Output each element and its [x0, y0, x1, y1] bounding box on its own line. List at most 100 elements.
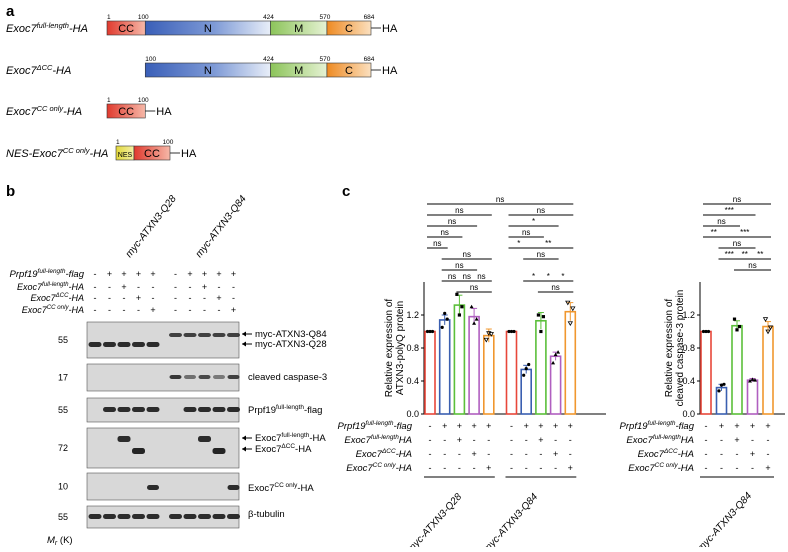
panel-b-label: b [6, 183, 15, 200]
data-point-0-3-1 [472, 321, 477, 325]
sig-label-1-3: ** [711, 228, 717, 237]
blot-label-3-0-sup: full-length [281, 432, 309, 439]
band-tubulin-5 [169, 514, 182, 519]
band-tubulin-4 [146, 514, 160, 519]
blot-sign-1-9: - [232, 282, 235, 292]
blot-sign-2-8: + [216, 293, 221, 303]
data-point-0-2-2 [460, 305, 464, 309]
band-q28-1 [103, 342, 116, 347]
sig-label-0-14: * [517, 239, 520, 248]
data-point-0-6-0 [522, 373, 526, 377]
bar-0-3 [468, 315, 480, 415]
band-q84-6 [183, 333, 197, 337]
blot-sign-0-0: - [94, 269, 97, 279]
blot-label-3-1-base: Exoc7 [255, 444, 281, 455]
construct-label-1: Exoc7ΔCC-HA [6, 63, 71, 77]
c-sign-0-3-9: + [568, 463, 573, 473]
blot-label-3-1-suffix: -HA [295, 444, 312, 455]
c-condition-1-sup: full-length [371, 434, 399, 441]
panel-a-label: a [6, 3, 15, 20]
band-q28-2 [117, 342, 131, 347]
c-sign-0-2-1: - [443, 449, 446, 459]
data-point-0-1-0 [440, 325, 444, 329]
data-point-0-5-0 [507, 329, 511, 334]
bar-1-4 [762, 325, 774, 415]
construct-label-2: Exoc7CC only-HA [6, 104, 82, 118]
c-group-label-0: myc-ATXN3-Q28 [406, 491, 465, 547]
c-sign-0-0-0: - [429, 421, 432, 431]
y-tick-label-0-0: 0.0 [406, 409, 419, 419]
domain-text-m-0: M [294, 23, 303, 35]
sig-label-1-9: ns [748, 261, 756, 270]
data-point-0-3-0 [469, 304, 474, 309]
y-label-1-0: Relative expression of [664, 299, 675, 398]
bar-1-3 [746, 379, 759, 415]
mr-label-m: M [47, 535, 55, 546]
data-point-0-4-2 [488, 332, 494, 337]
c-sign-0-0-6: + [524, 421, 529, 431]
data-point-0-6-1 [524, 367, 528, 371]
c2-condition-1-sup: full-length [653, 434, 681, 441]
domain-text-n-0: N [204, 23, 212, 35]
c-sign-1-2-1: - [720, 449, 723, 459]
bar-0-1 [438, 319, 451, 415]
data-point-0-7-1 [539, 329, 543, 334]
blot-label-4-0-suffix: -HA [297, 483, 314, 494]
band-tubulin-9 [227, 514, 240, 519]
c-sign-1-0-1: + [719, 421, 724, 431]
mr-label: Mr (K) [47, 535, 73, 547]
data-point-0-4-0 [483, 337, 489, 343]
tag-label-1: HA [382, 65, 398, 77]
y-label-0-0: Relative expression of [384, 299, 395, 398]
c2-condition-3: Exoc7CC only-HA [628, 462, 694, 474]
blot-condition-0-suffix: -flag [66, 269, 85, 280]
blot-sign-3-8: - [218, 305, 221, 315]
blot-label-2-0-sup: full-length [276, 404, 304, 411]
band-q84-9 [227, 333, 240, 337]
c-sign-0-1-9: - [569, 435, 572, 445]
c-sign-0-0-2: + [457, 421, 462, 431]
bar-0-2 [453, 304, 466, 415]
blot-label-3-1: Exoc7ΔCC-HA [255, 443, 312, 455]
c-sign-1-1-2: + [734, 435, 739, 445]
blot-sign-0-9: + [231, 269, 236, 279]
data-point-0-1-1 [443, 311, 447, 315]
y-label-1-1: cleaved caspase-3 protein [675, 290, 686, 407]
blot-label-2-0-suffix: -flag [304, 405, 322, 416]
c2-condition-1: Exoc7full-lengthHA [626, 434, 694, 446]
construct-label-0-base: Exoc7 [6, 23, 37, 35]
data-point-1-4-0 [762, 317, 769, 322]
c2-condition-0: Prpf19full-length-flag [620, 420, 695, 432]
arrow-head-0-1 [242, 341, 246, 347]
sig-label-0-16: ns [537, 250, 545, 259]
blot-sign-3-5: - [174, 305, 177, 315]
construct-label-0: Exoc7full-length-HA [6, 21, 88, 35]
sig-label-0-7: ns [448, 272, 456, 281]
sig-label-0-8: ns [463, 272, 471, 281]
c-sign-1-3-3: - [751, 463, 754, 473]
domain-text-cc-0: CC [118, 23, 134, 35]
blot-label-3-1-sup: ΔCC [281, 443, 295, 450]
blot-label-3-0: Exoc7full-length-HA [255, 432, 326, 444]
c-sign-1-0-0: - [705, 421, 708, 431]
tag-label-0: HA [382, 23, 398, 35]
blot-sign-3-7: - [203, 305, 206, 315]
band-prpf19-1 [103, 407, 116, 412]
c-sign-0-0-1: + [442, 421, 447, 431]
c-condition-2: Exoc7ΔCC-HA [356, 448, 412, 460]
aa-position-2-1: 100 [138, 97, 149, 104]
data-point-1-4-2 [767, 325, 774, 331]
c-sign-0-0-7: + [538, 421, 543, 431]
band-caspase-5 [169, 375, 182, 379]
blot-sign-1-0: - [94, 282, 97, 292]
domain-text-m-1: M [294, 65, 303, 77]
c-sign-0-2-8: + [553, 449, 558, 459]
c-condition-1-base: Exoc7 [344, 435, 371, 446]
band-exoc7-fl-7 [198, 436, 211, 442]
c-condition-3: Exoc7CC only-HA [346, 462, 412, 474]
c-sign-0-2-4: - [487, 449, 490, 459]
sig-label-0-12: * [532, 217, 535, 226]
blot-sign-3-4: + [150, 305, 155, 315]
